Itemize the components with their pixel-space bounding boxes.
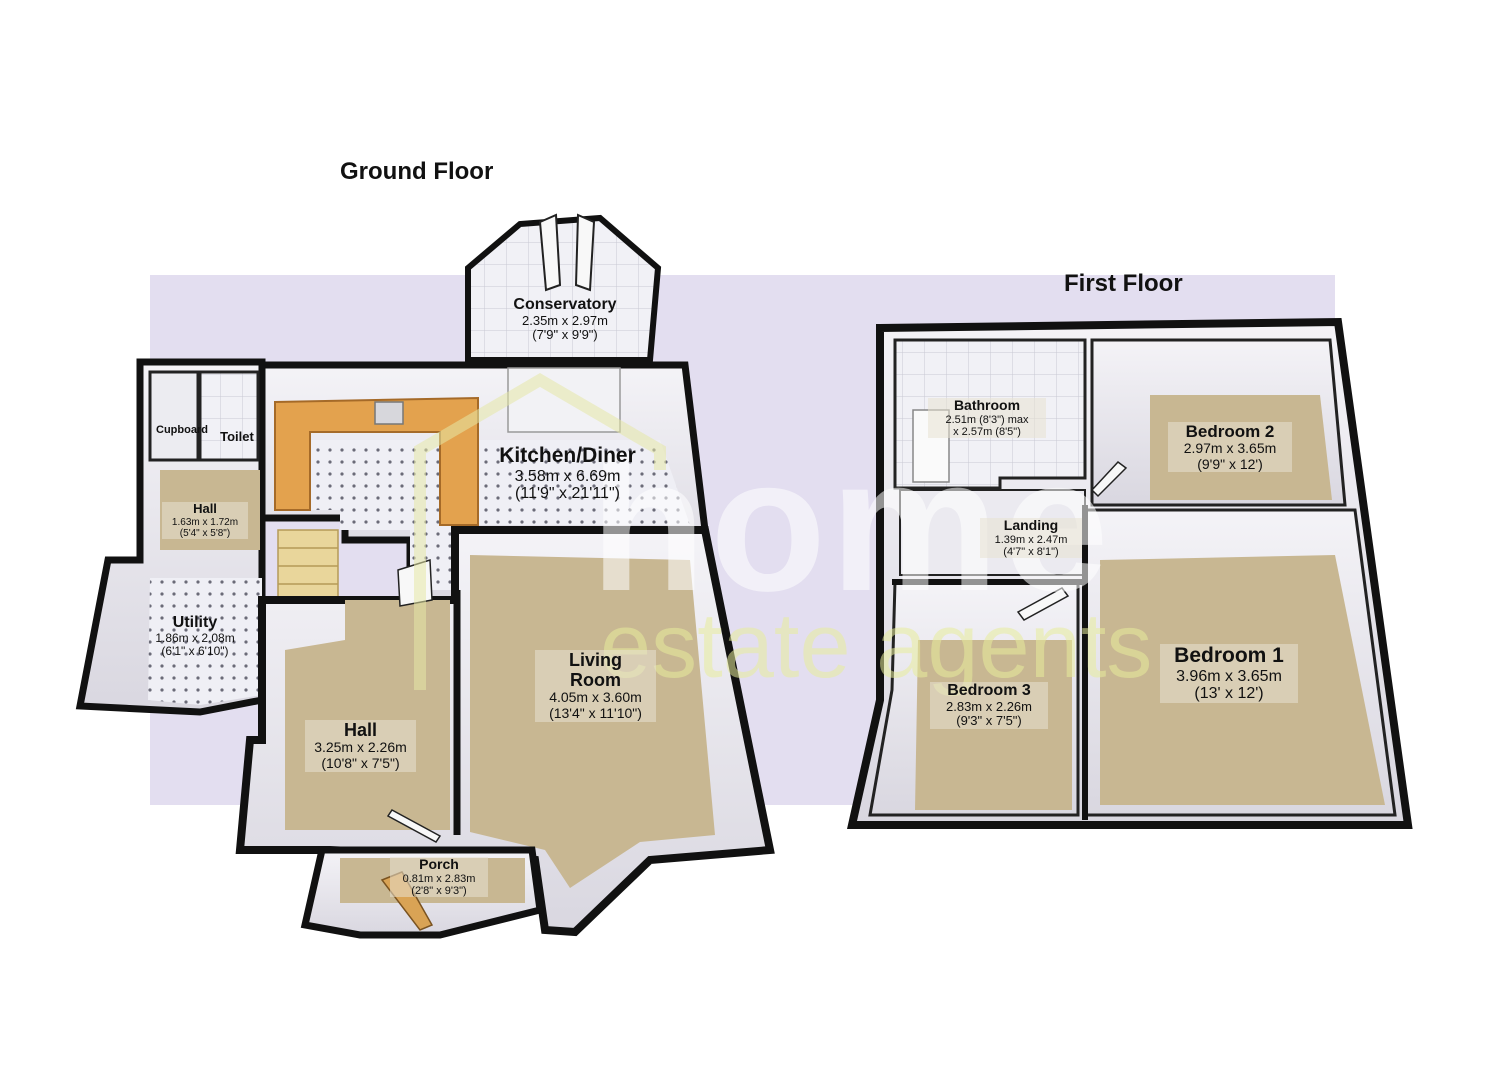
room-metric: 1.86m x 2.08m <box>155 630 235 645</box>
room-metric: 2.83m x 2.26m <box>946 698 1032 714</box>
toilet-area <box>198 370 260 462</box>
room-imperial: (9'9" x 12') <box>1197 455 1263 472</box>
room-name: Hall <box>193 501 217 516</box>
room-metric: 3.58m x 6.69m <box>514 467 621 485</box>
room-name-line2: Room <box>570 670 621 691</box>
room-imperial: (13'4" x 11'10") <box>549 704 642 721</box>
room-metric: 0.81m x 2.83m <box>402 872 476 885</box>
room-metric-line2: x 2.57m (8'5") <box>953 425 1021 438</box>
room-imperial: (13' x 12') <box>1194 685 1264 703</box>
bedroom-1-label: Bedroom 1 3.96m x 3.65m (13' x 12') <box>1160 644 1298 704</box>
conservatory-area <box>465 214 662 363</box>
bedroom-3-label: Bedroom 3 2.83m x 2.26m (9'3" x 7'5") <box>930 682 1048 729</box>
room-metric: 3.25m x 2.26m <box>314 739 407 756</box>
room-name: Conservatory <box>513 296 617 313</box>
room-name: Porch <box>419 856 459 872</box>
room-imperial: (4'7" x 8'1") <box>1003 545 1059 558</box>
room-name-line1: Living <box>569 650 622 670</box>
ground-floor-plan <box>75 213 775 939</box>
room-name: Bedroom 2 <box>1185 422 1275 441</box>
kitchen-sink <box>374 401 404 425</box>
first-floor-title: First Floor <box>1064 270 1183 297</box>
room-name: Bedroom 1 <box>1174 644 1284 667</box>
bedroom-doors <box>1016 460 1128 621</box>
room-imperial: (10'8" x 7'5") <box>321 754 400 771</box>
room-name: Kitchen/Diner <box>499 444 636 467</box>
room-imperial: (2'8" x 9'3") <box>411 884 467 897</box>
room-imperial: (7'9" x 9'9") <box>532 327 598 343</box>
room-name: Bathroom <box>953 397 1021 413</box>
utility-area <box>148 578 262 705</box>
room-metric: 2.35m x 2.97m <box>522 312 608 328</box>
utility-label: Utility 1.86m x 2.08m (6'1" x 6'10") <box>140 614 250 659</box>
ground-floor-title: Ground Floor <box>340 158 494 185</box>
small-hall-label: Hall 1.63m x 1.72m (5'4" x 5'8") <box>162 501 248 539</box>
cupboard-area <box>148 370 200 462</box>
conservatory-label: Conservatory 2.35m x 2.97m (7'9" x 9'9") <box>490 296 640 343</box>
room-metric: 3.96m x 3.65m <box>1176 667 1282 685</box>
kitchen-label: Kitchen/Diner 3.58m x 6.69m (11'9" x 21'… <box>480 444 655 503</box>
bedroom-2-label: Bedroom 2 2.97m x 3.65m (9'9" x 12') <box>1168 422 1292 473</box>
room-metric: 4.05m x 3.60m <box>549 689 642 706</box>
bathroom-label: Bathroom 2.51m (8'3") max x 2.57m (8'5") <box>928 397 1046 439</box>
room-metric: 1.39m x 2.47m <box>994 533 1068 546</box>
room-name: Bedroom 3 <box>947 682 1031 699</box>
room-metric: 1.63m x 1.72m <box>171 516 239 528</box>
kitchen-floor <box>285 440 690 590</box>
hall-door <box>386 809 442 843</box>
room-imperial: (5'4" x 5'8") <box>179 527 231 539</box>
landing-label: Landing 1.39m x 2.47m (4'7" x 8'1") <box>980 517 1082 559</box>
room-name: Cupboard <box>156 424 208 436</box>
toilet-label: Toilet <box>212 429 262 445</box>
room-name: Hall <box>343 720 377 740</box>
room-name: Utility <box>172 614 218 631</box>
hall-floor <box>285 600 450 830</box>
room-imperial: (9'3" x 7'5") <box>956 713 1022 729</box>
room-metric-line1: 2.51m (8'3") max <box>945 413 1029 426</box>
room-name: Toilet <box>220 429 254 444</box>
room-imperial: (6'1" x 6'10") <box>161 644 229 659</box>
conservatory-doors <box>538 213 596 292</box>
living-room-label: Living Room 4.05m x 3.60m (13'4" x 11'10… <box>535 650 656 722</box>
hall-label: Hall 3.25m x 2.26m (10'8" x 7'5") <box>305 720 416 772</box>
room-imperial: (11'9" x 21'11") <box>515 485 620 503</box>
room-name: Landing <box>1003 517 1059 533</box>
watermark-house-icon <box>414 373 666 690</box>
porch-label: Porch 0.81m x 2.83m (2'8" x 9'3") <box>390 856 488 898</box>
cupboard-label: Cupboard <box>150 424 214 436</box>
room-metric: 2.97m x 3.65m <box>1183 440 1277 457</box>
